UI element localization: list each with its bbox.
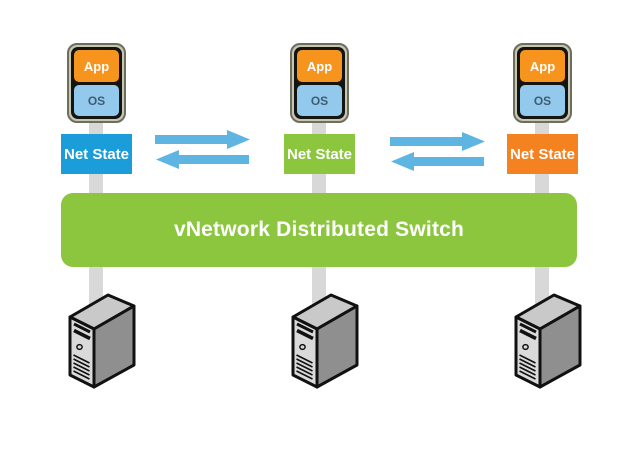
server-icon: [514, 293, 582, 389]
net-state-label: Net State: [63, 145, 130, 163]
vm-os-box: OS: [520, 85, 565, 116]
host-group-1: App OS Net State: [61, 0, 136, 450]
net-state-label: Net State: [509, 145, 576, 163]
distributed-switch-label: vNetwork Distributed Switch: [173, 218, 465, 241]
arrow-left-icon: [391, 152, 484, 171]
arrow-left-icon: [156, 150, 249, 169]
host-group-2: App OS Net State: [284, 0, 359, 450]
connector-line: [535, 172, 549, 198]
net-state-badge: Net State: [61, 134, 132, 174]
server-icon: [291, 293, 359, 389]
sync-arrows-2-3: [390, 132, 486, 177]
vm-app-label: App: [306, 58, 333, 74]
vm-icon: App OS: [290, 43, 349, 123]
vm-app-box: App: [74, 50, 119, 83]
distributed-switch-bar: vNetwork Distributed Switch: [61, 193, 577, 267]
server-panel-details: [296, 322, 314, 380]
vm-app-label: App: [83, 58, 110, 74]
vm-icon: App OS: [67, 43, 126, 123]
server-panel-details: [73, 322, 91, 380]
vm-body: App OS: [294, 47, 345, 119]
arrow-right-icon: [390, 132, 485, 151]
net-state-badge: Net State: [507, 134, 578, 174]
vm-app-label: App: [529, 58, 556, 74]
host-group-3: App OS Net State: [507, 0, 582, 450]
vm-body: App OS: [517, 47, 568, 119]
net-state-label: Net State: [286, 145, 353, 163]
server-icon: [68, 293, 136, 389]
connector-line: [312, 172, 326, 198]
arrow-right-icon: [155, 130, 250, 149]
vm-body: App OS: [71, 47, 122, 119]
vm-icon: App OS: [513, 43, 572, 123]
vm-os-box: OS: [74, 85, 119, 116]
server-panel-details: [519, 322, 537, 380]
vm-os-label: OS: [533, 93, 552, 108]
sync-arrows-1-2: [155, 130, 251, 175]
vm-os-box: OS: [297, 85, 342, 116]
vm-os-label: OS: [87, 93, 106, 108]
vm-os-label: OS: [310, 93, 329, 108]
connector-line: [89, 172, 103, 198]
vm-app-box: App: [520, 50, 565, 83]
vm-app-box: App: [297, 50, 342, 83]
net-state-badge: Net State: [284, 134, 355, 174]
